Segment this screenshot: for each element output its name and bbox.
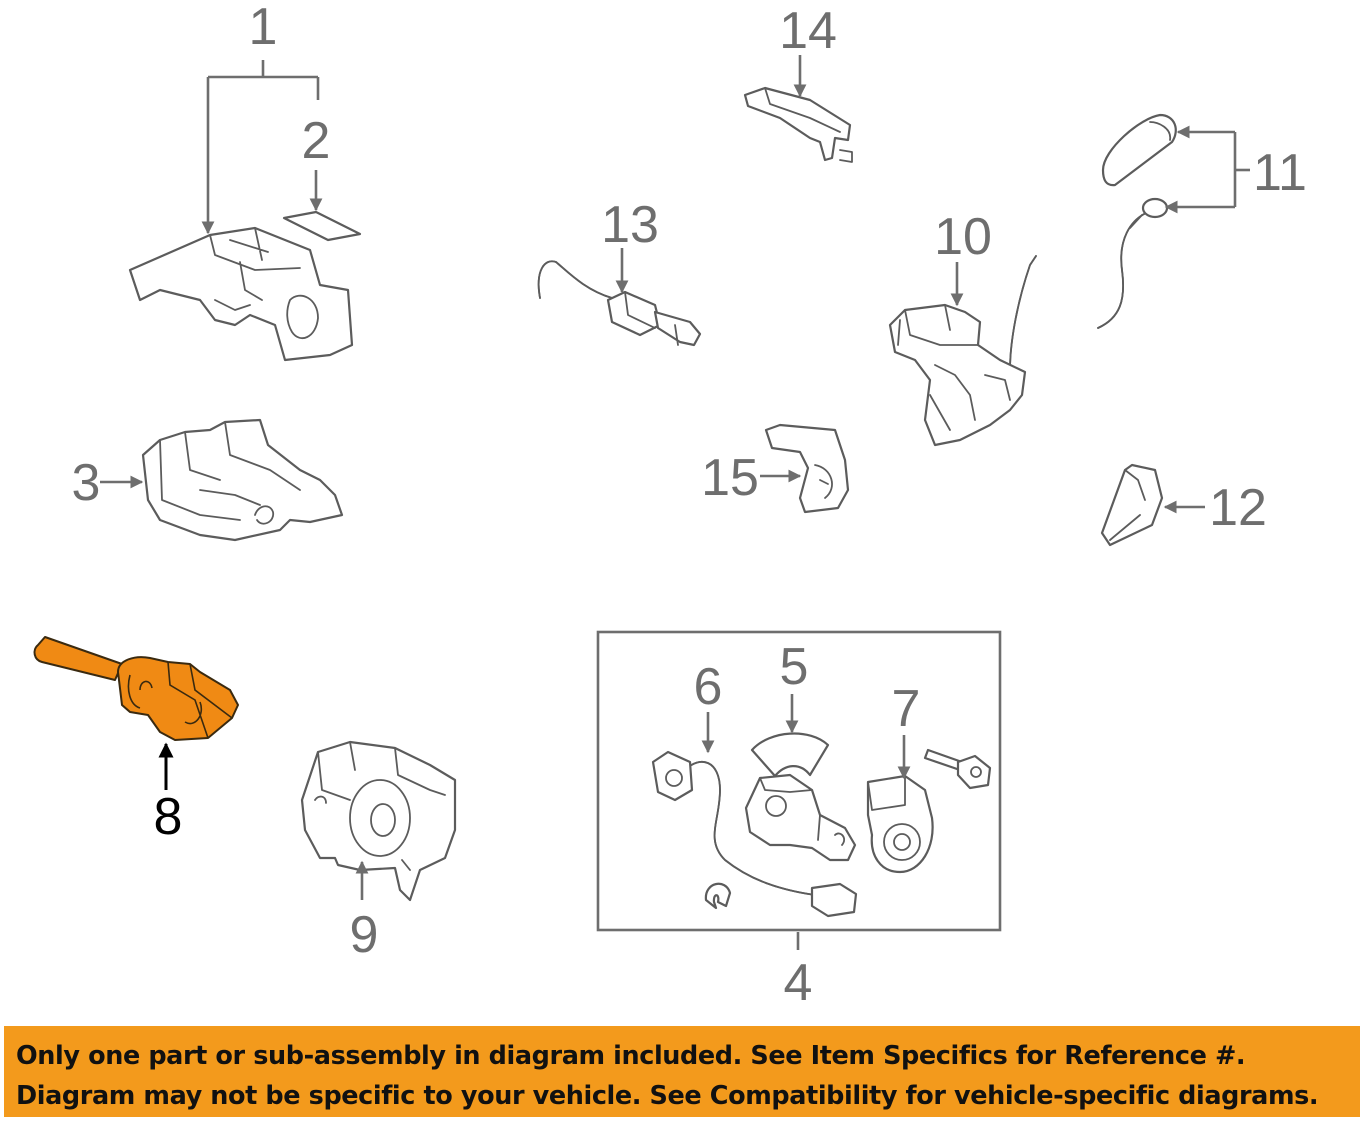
callout-6: 6 [694,658,723,716]
part-1-upper-cover[interactable] [128,226,354,362]
part-5-cylinder[interactable] [744,773,857,862]
part-3-lower-cover[interactable] [141,418,344,542]
callout-5: 5 [780,638,809,696]
callout-12: 12 [1209,479,1267,537]
part-13-sensor[interactable] [537,260,702,347]
callout-2: 2 [302,112,331,170]
disclaimer-line-1: Only one part or sub-assembly in diagram… [16,1041,1246,1071]
part-11-shift-knob[interactable] [1101,113,1177,187]
part-11-cable[interactable] [1097,197,1169,329]
group-4-box [596,630,1002,932]
part-5-cylinder-cover[interactable] [750,732,830,778]
callout-8: 8 [154,788,183,846]
callout-15: 15 [701,449,759,507]
callout-7: 7 [892,680,921,738]
part-10-lock-assembly[interactable] [888,255,1037,447]
callout-4: 4 [784,954,813,1012]
callout-14: 14 [779,2,837,60]
disclaimer-banner: Only one part or sub-assembly in diagram… [4,1026,1360,1117]
callout-1: 1 [249,0,278,56]
part-7-immobilizer[interactable] [866,774,934,874]
part-9-switch-body[interactable] [300,740,457,902]
callout-1-leader [201,60,320,235]
callout-10: 10 [934,208,992,266]
part-8-combination-switch[interactable] [33,636,239,741]
part-15-bracket[interactable] [764,423,850,514]
part-6-harness[interactable] [651,750,858,918]
disclaimer-line-2: Diagram may not be specific to your vehi… [16,1081,1319,1111]
part-12-bezel[interactable] [1100,463,1164,547]
callout-9: 9 [350,906,379,964]
part-14-bracket[interactable] [743,86,853,163]
callout-11: 11 [1253,144,1307,202]
part-7-key[interactable] [923,748,992,790]
part-2-label[interactable] [282,210,362,242]
callout-11-leader [1164,125,1250,214]
callout-3: 3 [72,454,101,512]
callout-13: 13 [601,196,659,254]
